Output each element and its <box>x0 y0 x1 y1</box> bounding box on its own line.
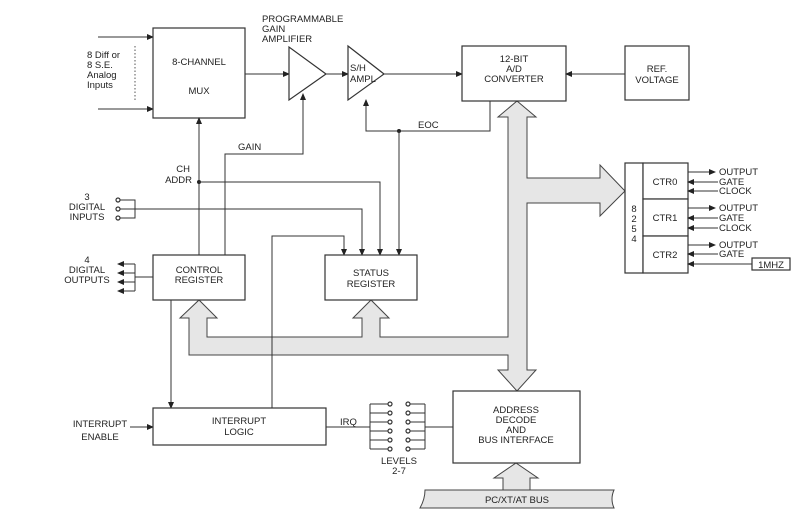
label: VOLTAGE <box>635 75 678 86</box>
mux-block: 8-CHANNEL MUX <box>152 27 246 119</box>
label: 8-CHANNEL <box>172 57 226 68</box>
label: 12-BIT <box>500 54 529 65</box>
label: Inputs <box>87 80 113 91</box>
label: 4 <box>631 234 636 245</box>
label: 2 <box>631 214 636 225</box>
label: GAIN <box>238 142 261 153</box>
jumper-pin[interactable] <box>387 437 393 443</box>
programmable-gain-amplifier: PROGRAMMABLE GAIN AMPLIFIER <box>262 14 343 102</box>
status-register: STATUS REGISTER <box>324 254 418 301</box>
label: BUS INTERFACE <box>478 435 554 446</box>
label: GATE <box>719 213 744 224</box>
label: ADDR <box>165 175 192 186</box>
label: DIGITAL <box>69 202 105 213</box>
label: OUTPUTS <box>64 275 109 286</box>
label: AND <box>506 425 526 436</box>
label: CONVERTER <box>484 74 544 85</box>
label: GATE <box>719 177 744 188</box>
control-register: CONTROL REGISTER <box>152 254 246 301</box>
label: ADDRESS <box>493 405 539 416</box>
gain-signal: GAIN <box>224 93 306 255</box>
counter-2: CTR2 OUTPUT GATE 1MHZ <box>642 235 791 274</box>
label: GAIN <box>262 24 285 35</box>
jumper-pin[interactable] <box>405 401 411 407</box>
counter-1: CTR1 OUTPUT GATE CLOCK <box>642 198 758 237</box>
label: CH <box>176 164 190 175</box>
label: S/H <box>350 63 366 74</box>
label: AMPL <box>350 74 376 85</box>
interrupt-status-line <box>271 235 347 408</box>
label: CONTROL <box>176 265 222 276</box>
jumper-pin[interactable] <box>405 419 411 425</box>
label: 8 Diff or <box>87 50 120 61</box>
jumper-pin[interactable] <box>405 428 411 434</box>
label: INPUTS <box>70 212 105 223</box>
sample-hold-amplifier: S/H AMPL <box>347 44 386 102</box>
pc-bus-label: PC/XT/AT BUS <box>485 495 549 506</box>
label: 8 <box>631 204 636 215</box>
label: REF. <box>647 64 668 75</box>
label: 8 S.E. <box>87 60 113 71</box>
label: LOGIC <box>224 427 254 438</box>
label: EOC <box>418 120 439 131</box>
jumper-pin[interactable] <box>387 446 393 452</box>
clock-source-label: 1MHZ <box>758 260 784 271</box>
label: STATUS <box>353 268 389 279</box>
irq-label: IRQ <box>340 417 357 428</box>
label: REGISTER <box>347 279 396 290</box>
interrupt-logic: INTERRUPT LOGIC <box>152 407 327 446</box>
label: CTR0 <box>653 177 678 188</box>
jumper-pin[interactable] <box>387 419 393 425</box>
channel-address-signal: CH ADDR <box>165 117 383 256</box>
label: AMPLIFIER <box>262 34 312 45</box>
digital-outputs: 4 DIGITAL OUTPUTS <box>64 255 153 294</box>
clock-source-box <box>751 257 791 271</box>
label: OUTPUT <box>719 240 758 251</box>
label: A/D <box>506 64 522 75</box>
eoc-signal: EOC <box>363 99 491 256</box>
analog-inputs: 8 Diff or 8 S.E. Analog Inputs <box>87 34 154 112</box>
label: Analog <box>87 70 117 81</box>
jumper-pin[interactable] <box>387 428 393 434</box>
label: CLOCK <box>719 223 752 234</box>
label: DECODE <box>496 415 537 426</box>
counter-0: CTR0 OUTPUT GATE CLOCK <box>642 162 758 200</box>
label: ENABLE <box>81 432 119 443</box>
adc-block: 12-BIT A/D CONVERTER <box>461 45 567 102</box>
jumper-pin[interactable] <box>405 446 411 452</box>
pc-bus: PC/XT/AT BUS <box>419 462 615 509</box>
label: REGISTER <box>175 275 224 286</box>
label: INTERRUPT <box>73 419 128 430</box>
label: DIGITAL <box>69 265 105 276</box>
label: CTR2 <box>653 250 678 261</box>
label: INTERRUPT <box>212 416 267 427</box>
internal-data-bus <box>178 100 626 392</box>
timer-8254: 8 2 5 4 CTR0 OUTPUT GATE CLOCK CTR1 OUTP… <box>624 162 791 274</box>
levels-range: 2-7 <box>392 466 406 477</box>
jumper-pin[interactable] <box>387 410 393 416</box>
label: MUX <box>188 86 210 97</box>
levels-label: LEVELS <box>381 456 417 467</box>
jumper-pin[interactable] <box>405 410 411 416</box>
digital-inputs: 3 DIGITAL INPUTS <box>69 192 365 256</box>
jumper-pin[interactable] <box>405 437 411 443</box>
label: PROGRAMMABLE <box>262 14 343 25</box>
label: GATE <box>719 249 744 260</box>
label: CLOCK <box>719 186 752 197</box>
label: 4 <box>84 255 89 266</box>
irq-level-jumpers[interactable] <box>369 401 453 452</box>
reference-voltage-block: REF. VOLTAGE <box>624 45 690 101</box>
label: 5 <box>631 224 636 235</box>
label: 3 <box>84 192 89 203</box>
label: CTR1 <box>653 213 678 224</box>
interrupt-enable: INTERRUPT ENABLE <box>73 419 154 443</box>
label: OUTPUT <box>719 167 758 178</box>
label: OUTPUT <box>719 203 758 214</box>
jumper-pin[interactable] <box>387 401 393 407</box>
address-decode-bus-interface: ADDRESS DECODE AND BUS INTERFACE <box>452 390 581 464</box>
